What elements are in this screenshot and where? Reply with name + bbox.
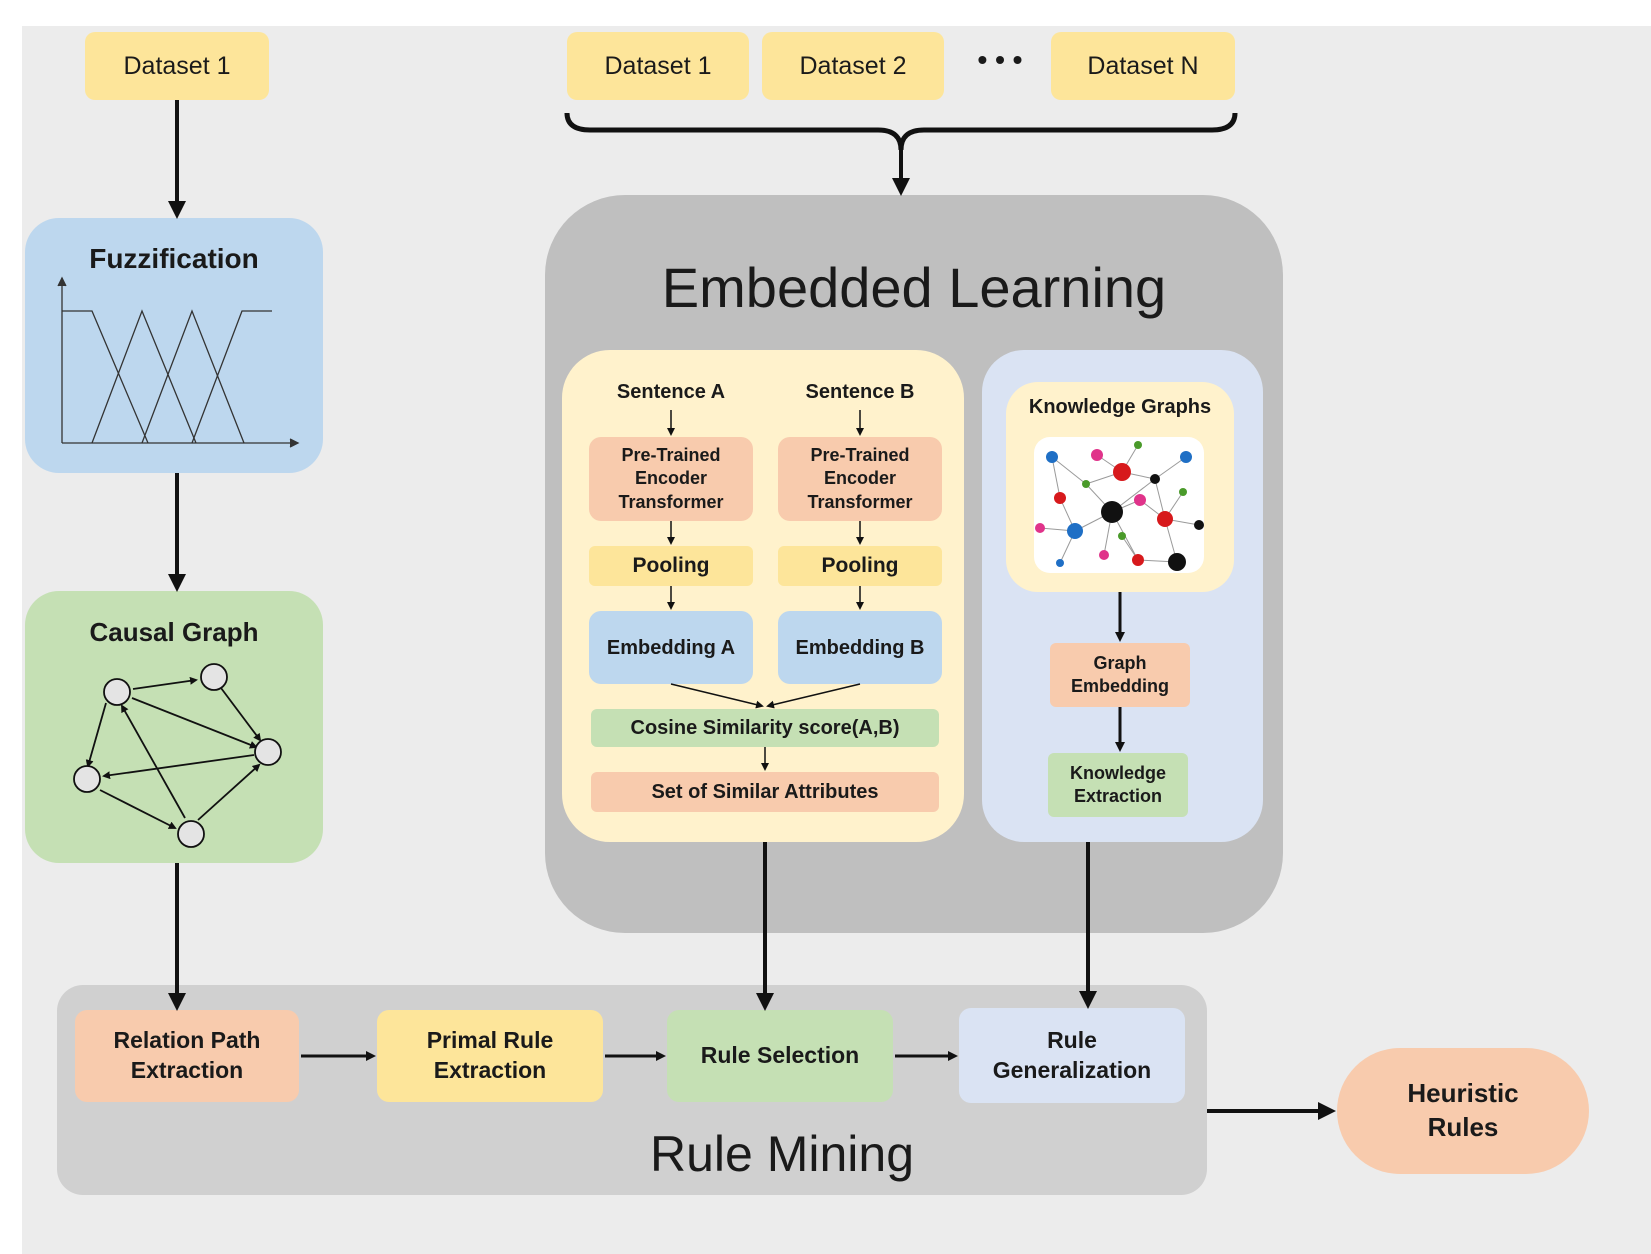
rule-selection-box: Rule Selection	[667, 1010, 893, 1102]
rule-generalization-box: Rule Generalization	[959, 1008, 1185, 1103]
top-dataset-1-box: Dataset 1	[567, 32, 749, 100]
causal-graph-title: Causal Graph	[89, 617, 259, 647]
top-dataset-2-box: Dataset 2	[762, 32, 944, 100]
similar-attributes-box: Set of Similar Attributes	[591, 772, 939, 812]
knowledge-graphs-label: Knowledge Graphs	[1028, 396, 1212, 418]
heuristic-rules-box: Heuristic Rules	[1337, 1048, 1589, 1174]
encoder-a-box: Pre-Trained Encoder Transformer	[589, 437, 753, 521]
embedding-b-box: Embedding B	[778, 611, 942, 684]
left-dataset-box: Dataset 1	[85, 32, 269, 100]
sentence-b-label: Sentence B	[805, 381, 915, 403]
dataset-ellipsis: • • •	[977, 44, 1023, 75]
embedded-learning-title: Embedded Learning	[661, 256, 1167, 319]
cosine-similarity-box: Cosine Similarity score(A,B)	[591, 709, 939, 747]
primal-rule-extraction-box: Primal Rule Extraction	[377, 1010, 603, 1102]
pooling-b-box: Pooling	[778, 546, 942, 586]
top-dataset-n-box: Dataset N	[1051, 32, 1235, 100]
embedding-a-box: Embedding A	[589, 611, 753, 684]
fuzzification-title: Fuzzification	[89, 243, 259, 274]
graph-embedding-box: Graph Embedding	[1050, 643, 1190, 707]
knowledge-extraction-box: Knowledge Extraction	[1048, 753, 1188, 817]
rule-mining-title: Rule Mining	[649, 1126, 914, 1182]
encoder-b-box: Pre-Trained Encoder Transformer	[778, 437, 942, 521]
knowledge-graph-image-bg	[1034, 437, 1204, 573]
relation-path-extraction-box: Relation Path Extraction	[75, 1010, 299, 1102]
sentence-similarity-panel	[562, 350, 964, 842]
pooling-a-box: Pooling	[589, 546, 753, 586]
sentence-a-label: Sentence A	[616, 381, 726, 403]
